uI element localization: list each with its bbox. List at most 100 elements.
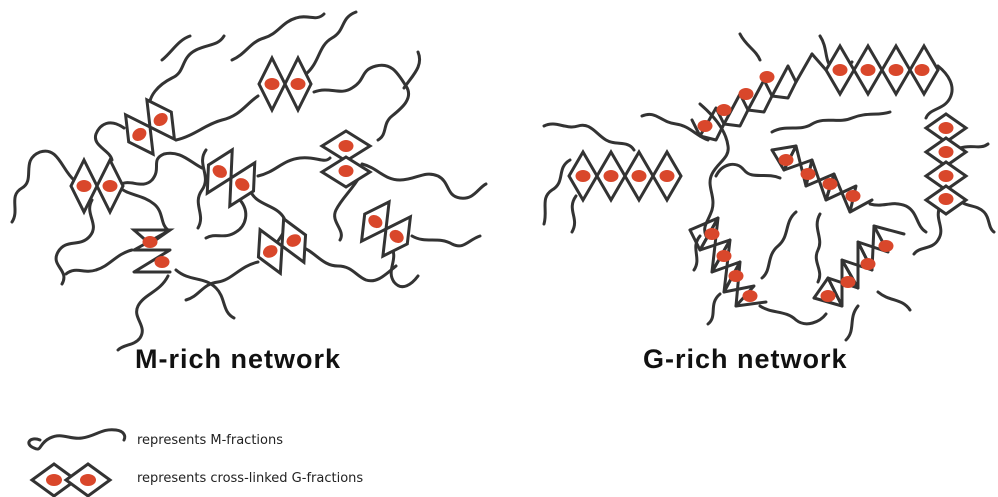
wavy-line-icon: [27, 428, 127, 451]
crosslink-dot: [132, 127, 147, 141]
m-fraction-chain: [410, 234, 482, 248]
g-rich-network: [542, 32, 996, 342]
crosslink-chain: [810, 43, 940, 97]
crosslink-pair: [69, 156, 125, 216]
m-fraction-chain: [204, 198, 248, 240]
m-fraction-chain: [116, 184, 170, 232]
crosslink-pair: [257, 54, 313, 114]
m-fraction-chain: [54, 198, 95, 286]
m-fraction-chain: [758, 304, 828, 326]
m-fraction-chain: [93, 121, 126, 162]
crosslink-chain: [690, 52, 814, 142]
crosslink-pair: [123, 97, 177, 157]
m-fraction-chain: [844, 304, 860, 342]
m-fraction-chain: [304, 10, 358, 76]
crosslink-dot: [338, 140, 354, 152]
m-fraction-chain: [760, 210, 798, 280]
crosslink-dot: [575, 170, 591, 182]
crosslink-dot: [832, 64, 848, 76]
m-fraction-chain: [360, 162, 488, 200]
crosslink-dot: [290, 78, 306, 90]
m-fraction-chain: [116, 274, 170, 352]
legend-g-icon: [29, 462, 113, 497]
m-fraction-chain: [924, 64, 954, 120]
m-fraction-chain: [174, 268, 236, 320]
crosslink-dot: [262, 245, 278, 258]
m-fraction-chain: [298, 244, 398, 283]
crosslink-dot: [153, 113, 168, 127]
m-fraction-chain: [542, 158, 572, 226]
crosslink-dot: [76, 180, 92, 192]
crosslink-dot: [860, 64, 876, 76]
crosslink-dot: [888, 64, 904, 76]
crosslink-dot: [878, 240, 894, 252]
legend-g-fractions-label: represents cross-linked G-fractions: [137, 471, 364, 486]
crosslink-chain: [812, 224, 906, 308]
crosslink-pair: [319, 129, 373, 189]
crosslink-dot: [212, 165, 227, 178]
m-fraction-chain: [814, 212, 822, 284]
crosslink-dot: [697, 120, 713, 132]
m-fraction-chain: [570, 194, 578, 234]
m-rich-network: [10, 10, 488, 352]
crosslink-dot: [938, 170, 954, 182]
crosslink-dot: [742, 290, 758, 302]
crosslink-dot: [914, 64, 930, 76]
m-fraction-chain: [876, 290, 912, 312]
m-fraction-chain: [333, 174, 362, 242]
crosslink-dot: [938, 193, 954, 205]
crosslink-dot: [728, 270, 744, 282]
crosslink-pair: [256, 215, 308, 277]
m-fraction-chain: [692, 234, 702, 272]
crosslink-dot: [235, 178, 250, 191]
m-fraction-chain: [64, 248, 134, 276]
crosslink-dot: [659, 170, 675, 182]
crosslink-dot: [820, 290, 836, 302]
m-rich-network-title: M-rich network: [135, 344, 342, 374]
legend-m-fractions-label: represents M-fractions: [137, 433, 283, 448]
m-fraction-chain: [160, 34, 192, 62]
m-fraction-chain: [174, 94, 260, 142]
crosslink-dot: [46, 474, 62, 486]
crosslink-pair: [359, 199, 413, 259]
crosslink-dot: [338, 165, 354, 177]
crosslink-pair: [205, 147, 257, 209]
crosslink-dot: [860, 258, 876, 270]
m-fraction-chain: [706, 292, 722, 326]
crosslink-dot: [938, 122, 954, 134]
m-fraction-chain: [118, 151, 204, 187]
crosslink-dot: [845, 190, 861, 202]
crosslink-dot: [759, 71, 775, 83]
crosslink-dot: [154, 256, 170, 268]
m-fraction-chain: [714, 162, 782, 180]
m-fraction-chain: [230, 12, 326, 62]
crosslink-dot: [80, 474, 96, 486]
crosslink-dot: [368, 215, 383, 229]
crosslink-dot: [286, 234, 302, 247]
m-fraction-chain: [147, 34, 226, 114]
m-fraction-chain: [402, 50, 421, 90]
crosslink-dot: [938, 146, 954, 158]
crosslink-dot: [800, 168, 816, 180]
crosslink-dot: [822, 178, 838, 190]
m-fraction-chain: [912, 204, 943, 256]
m-fraction-chain: [954, 196, 996, 234]
crosslink-dot: [716, 250, 732, 262]
m-fraction-chain: [184, 260, 260, 302]
crosslink-dot: [389, 229, 404, 243]
m-fraction-chain: [196, 148, 208, 230]
crosslink-chain: [770, 144, 874, 214]
crosslink-dot: [142, 236, 158, 248]
crosslink-dot: [840, 276, 856, 288]
g-rich-chains: [542, 32, 996, 342]
crosslink-dot: [738, 88, 754, 100]
crosslink-dot: [631, 170, 647, 182]
crosslink-dot: [704, 228, 720, 240]
m-fraction-chain: [312, 63, 411, 142]
crosslink-chain: [567, 149, 683, 203]
crosslink-chain: [923, 112, 969, 216]
m-fraction-chain: [958, 142, 990, 150]
m-fraction-chain: [770, 110, 892, 134]
m-fraction-chain: [10, 149, 76, 224]
